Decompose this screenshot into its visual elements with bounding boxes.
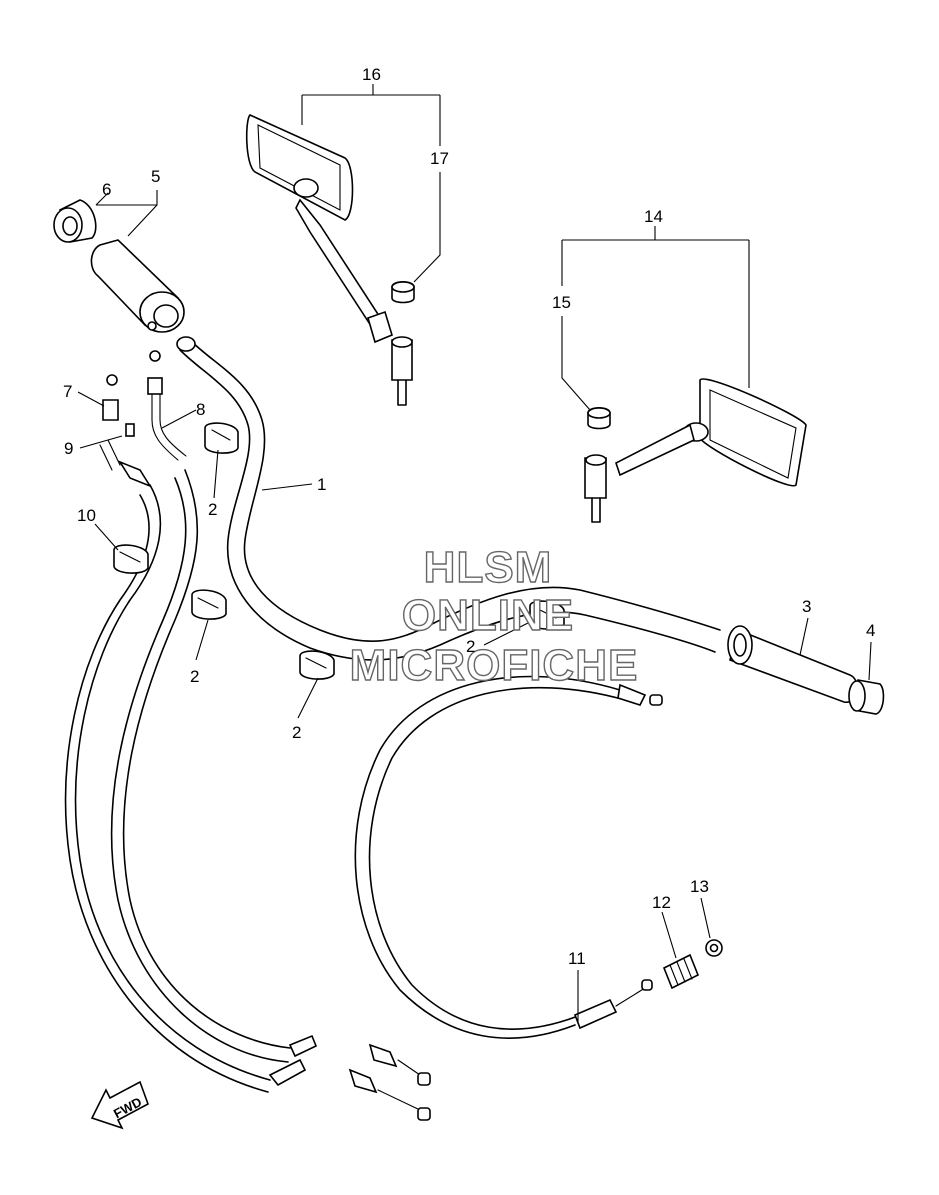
- callout-12: 12: [652, 893, 671, 912]
- nut-13: [705, 939, 723, 957]
- callout-7: 7: [63, 382, 72, 401]
- callout-11: 11: [568, 949, 586, 968]
- callout-8: 8: [196, 400, 205, 419]
- callout-15: 15: [552, 293, 571, 312]
- holder-10: [113, 544, 149, 574]
- cap-15: [587, 406, 611, 430]
- callout-2: 2: [466, 637, 475, 656]
- handlebar: [176, 336, 721, 661]
- callout-6: 6: [102, 180, 111, 199]
- callout-14: 14: [644, 207, 663, 226]
- watermark-line2: ONLINE: [402, 591, 574, 640]
- callout-13: 13: [690, 877, 709, 896]
- callout-17: 17: [430, 149, 449, 168]
- throttle-grip: [90, 239, 185, 333]
- watermark-line1: HLSM: [424, 543, 553, 592]
- callout-4: 4: [866, 621, 875, 640]
- clamp-2-b: [191, 589, 227, 620]
- callout-9: 9: [64, 439, 73, 458]
- clamp-2-d: [529, 600, 565, 630]
- clamp-2-a: [204, 422, 239, 454]
- callout-10: 10: [77, 506, 96, 525]
- throttle-cables: [64, 350, 431, 1121]
- callout-3: 3: [802, 597, 811, 616]
- grip-end-6: [53, 199, 97, 243]
- callouts: 1 2 2 2 2 3 4 5 6 7 8 9 10 11 12 13 14 1…: [63, 65, 875, 968]
- clamp-2-c: [299, 650, 335, 680]
- watermark-line3: MICROFICHE: [350, 641, 639, 690]
- leader-lines: [77, 84, 872, 1024]
- mirror-right: [584, 378, 807, 523]
- callout-16: 16: [362, 65, 381, 84]
- watermark: HLSM ONLINE MICROFICHE: [349, 542, 639, 690]
- callout-2: 2: [292, 723, 301, 742]
- callout-2: 2: [208, 500, 217, 519]
- grip-end-4: [848, 679, 885, 715]
- right-grip: [727, 625, 858, 703]
- adjuster-12: [662, 953, 700, 990]
- mirror-left: [245, 114, 413, 406]
- callout-2: 2: [190, 667, 199, 686]
- fwd-arrow-icon: FWD: [90, 1080, 149, 1130]
- clutch-cable: [354, 675, 663, 1039]
- callout-5: 5: [151, 167, 160, 186]
- cap-17: [391, 280, 415, 304]
- callout-1: 1: [317, 475, 326, 494]
